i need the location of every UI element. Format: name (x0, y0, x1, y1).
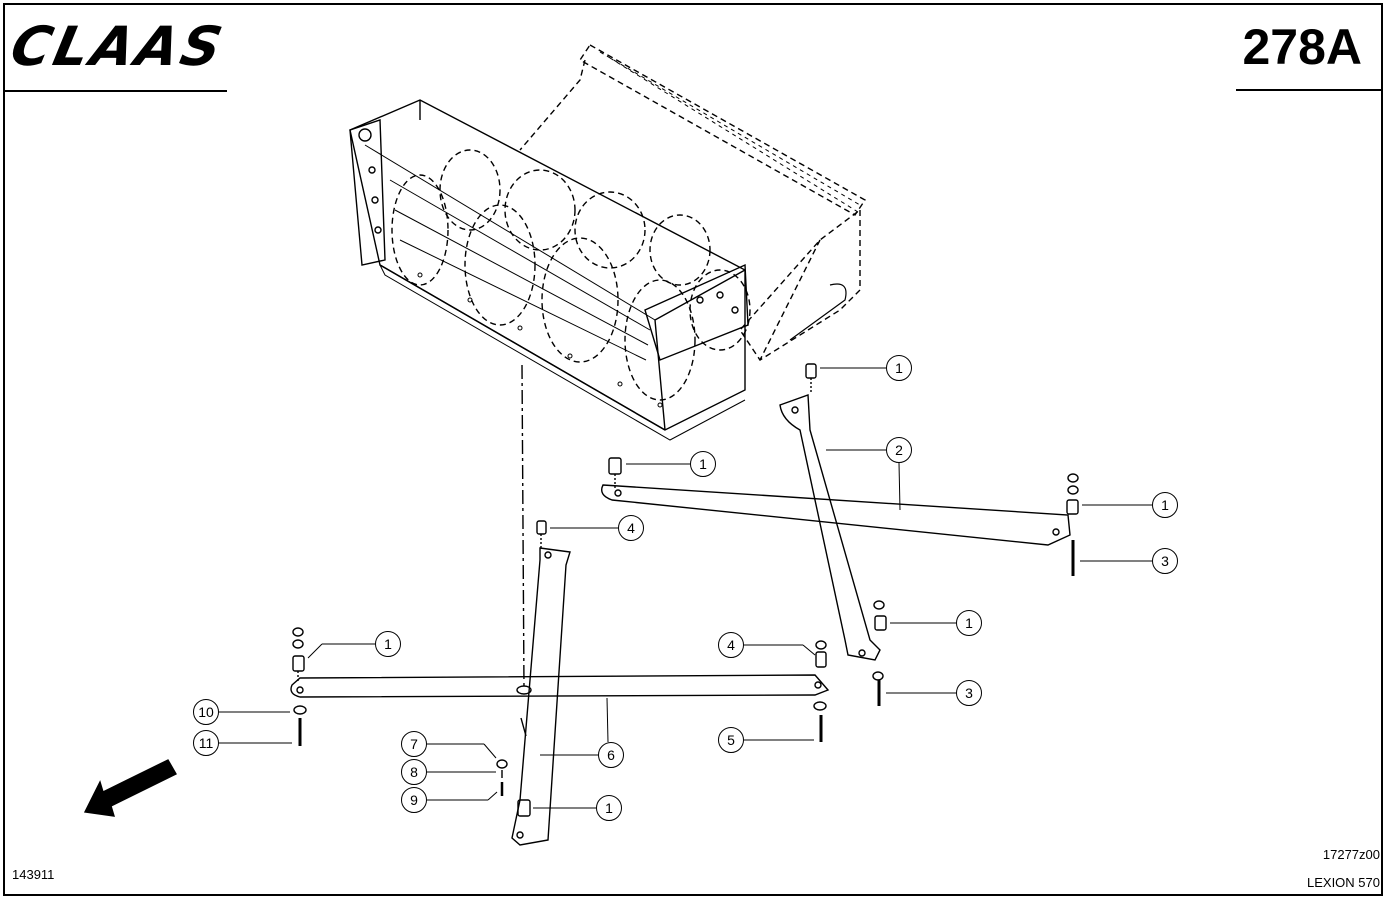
callout-1d: 1 (890, 610, 982, 636)
feeder-housing-assembly (349, 44, 867, 441)
svg-text:1: 1 (605, 800, 613, 816)
callout-11: 11 (193, 730, 292, 756)
upper-x-brace (600, 394, 1071, 661)
svg-text:1: 1 (384, 636, 392, 652)
callout-4b: 4 (718, 632, 816, 658)
callout-6: 6 (540, 697, 624, 768)
callout-8: 8 (401, 759, 496, 785)
svg-text:6: 6 (607, 747, 615, 763)
svg-text:7: 7 (410, 736, 418, 752)
document-number: 143911 (12, 867, 55, 882)
callout-3b: 3 (886, 680, 982, 706)
callout-1c: 1 (1082, 492, 1178, 518)
callout-4a: 4 (550, 515, 644, 541)
brand-underline (5, 90, 227, 92)
callout-2: 2 (826, 437, 912, 511)
svg-text:10: 10 (198, 704, 214, 720)
direction-arrow-icon (83, 759, 177, 817)
callout-3a: 3 (1080, 548, 1178, 574)
callout-5: 5 (718, 727, 814, 753)
svg-text:3: 3 (965, 685, 973, 701)
callout-1e: 1 (307, 631, 401, 659)
svg-text:3: 3 (1161, 553, 1169, 569)
sheet-number: 278A (1242, 19, 1362, 75)
drawing-reference: 17277z00 (1322, 847, 1380, 862)
callout-1f: 1 (533, 795, 622, 821)
svg-text:11: 11 (199, 735, 214, 751)
callout-9: 9 (401, 787, 498, 813)
callout-7: 7 (401, 731, 497, 759)
svg-text:2: 2 (895, 442, 903, 458)
callout-1b: 1 (626, 451, 716, 477)
svg-text:9: 9 (410, 792, 418, 808)
svg-text:1: 1 (699, 456, 707, 472)
callout-10: 10 (193, 699, 290, 725)
drawing-frame (3, 3, 1383, 896)
svg-text:1: 1 (965, 615, 973, 631)
alignment-line (521, 364, 525, 691)
lower-x-brace (290, 547, 830, 846)
model-name: LEXION 570 (1307, 875, 1380, 890)
svg-text:4: 4 (727, 637, 735, 653)
hardware-items (292, 363, 1079, 817)
svg-text:8: 8 (410, 764, 418, 780)
callout-1a: 1 (820, 355, 912, 381)
svg-text:4: 4 (627, 520, 635, 536)
svg-text:1: 1 (1161, 497, 1169, 513)
svg-text:5: 5 (727, 732, 735, 748)
sheet-number-underline (1236, 89, 1383, 91)
svg-text:1: 1 (895, 360, 903, 376)
